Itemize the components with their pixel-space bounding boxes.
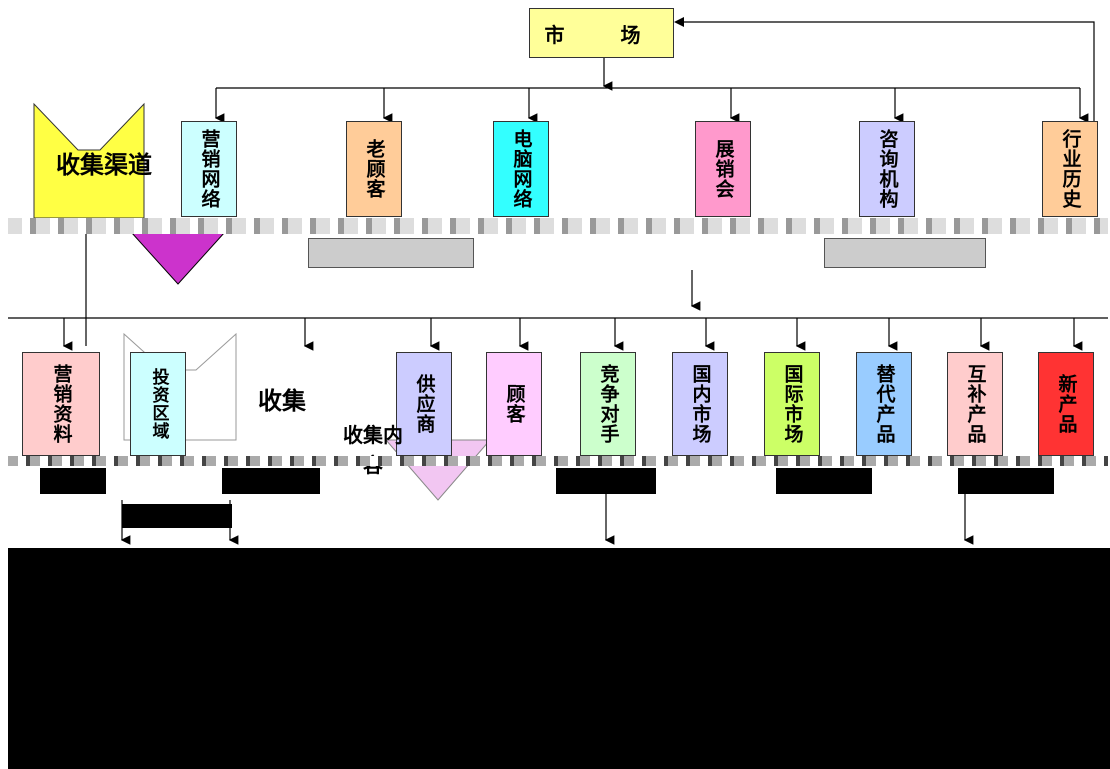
gray-band-right bbox=[824, 238, 986, 268]
node-domestic-market: 国内市场 bbox=[672, 352, 728, 456]
node-marketing-data: 营销资料 bbox=[22, 352, 100, 456]
node-collect: 收集 bbox=[258, 387, 306, 415]
node-industry-history: 行业历史 bbox=[1042, 121, 1098, 217]
node-computer-network: 电脑网络 bbox=[493, 121, 549, 217]
black-block-3 bbox=[556, 468, 656, 494]
left-banner-label: 收集渠道 bbox=[56, 151, 152, 179]
noise-band-1 bbox=[8, 218, 1108, 234]
black-block-4 bbox=[776, 468, 872, 494]
node-new-products: 新产品 bbox=[1038, 352, 1094, 456]
black-block-6 bbox=[122, 504, 232, 528]
mid-branch-arrows bbox=[62, 318, 1083, 351]
black-block-5 bbox=[958, 468, 1054, 494]
bottom-arrows bbox=[120, 492, 974, 545]
gray-band-left bbox=[308, 238, 474, 268]
node-sales-network: 营销网络 bbox=[181, 121, 237, 217]
center-banner-label: 收集内容 bbox=[343, 423, 403, 477]
black-block-1 bbox=[40, 468, 106, 494]
node-substitute-products: 替代产品 bbox=[856, 352, 912, 456]
node-consulting: 咨询机构 bbox=[859, 121, 915, 217]
node-competitors: 竞争对手 bbox=[580, 352, 636, 456]
node-investment-area: 投资区域 bbox=[130, 352, 186, 456]
market-root-node: 市 场 bbox=[529, 8, 674, 58]
node-supplier: 供应商 bbox=[396, 352, 452, 456]
node-exhibition: 展销会 bbox=[695, 121, 751, 217]
feedback-arrow-head bbox=[674, 17, 684, 27]
node-complementary-products: 互补产品 bbox=[947, 352, 1003, 456]
noise-band-2 bbox=[8, 456, 1108, 466]
node-old-customers: 老顾客 bbox=[346, 121, 402, 217]
black-area bbox=[8, 548, 1110, 769]
node-international-market: 国际市场 bbox=[764, 352, 820, 456]
black-block-2 bbox=[222, 468, 320, 494]
node-customers: 顾客 bbox=[486, 352, 542, 456]
